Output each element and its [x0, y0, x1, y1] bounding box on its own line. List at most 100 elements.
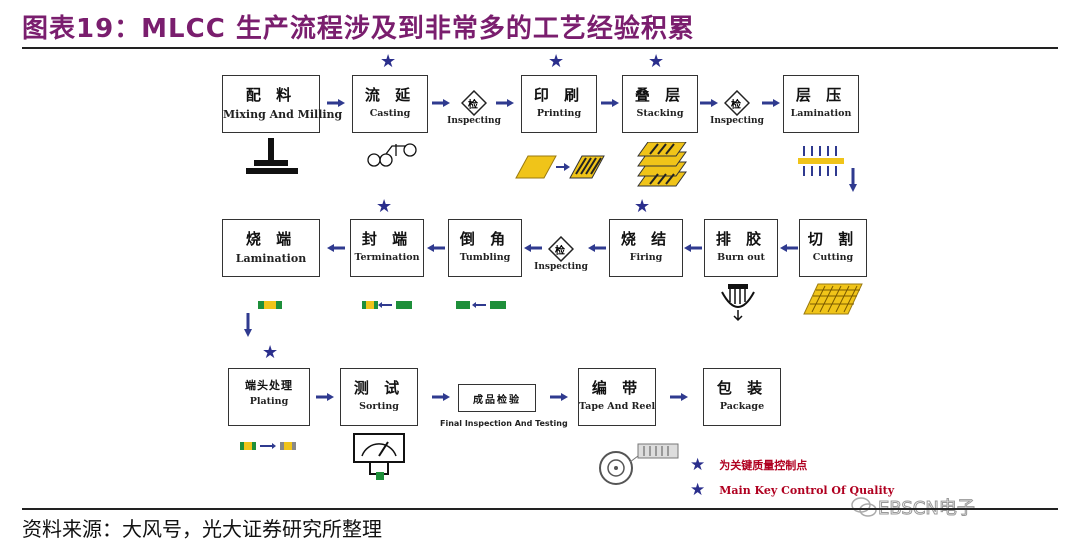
- arrow-right: [550, 393, 568, 401]
- inspection-diamond-icon: [547, 235, 575, 263]
- step-plating: 端头处理 Plating: [228, 368, 310, 426]
- chip-tumbling-icon: [456, 295, 508, 314]
- key-point-star-icon: ★: [634, 196, 651, 217]
- step-label-en: Printing: [536, 108, 582, 119]
- chip-plating-icon: [240, 436, 296, 455]
- arrow-right: [601, 99, 619, 107]
- step-label-zh: 烧 结: [620, 230, 672, 248]
- step-label-zh: 切 割: [807, 230, 859, 248]
- arrow-right: [700, 99, 718, 107]
- arrow-right: [432, 99, 450, 107]
- step-label-zh: 印 刷: [533, 86, 585, 104]
- source-note: 资料来源：大风号，光大证券研究所整理: [22, 517, 382, 541]
- tape-reel-illustration-icon: [594, 442, 684, 490]
- footer-rule: [22, 508, 1058, 510]
- legend-label-zh: 为关键质量控制点: [719, 459, 808, 472]
- step-firing: 烧 结 Firing: [609, 219, 683, 277]
- step-tumbling: 倒 角 Tumbling: [448, 219, 522, 277]
- step-label-en: Tumbling: [459, 252, 511, 263]
- watermark-text: EBSCN电子: [878, 498, 976, 520]
- legend-label-en: Main Key Control Of Quality: [719, 483, 895, 497]
- step-termination: 封 端 Termination: [350, 219, 424, 277]
- legend-key-point: ★ 为关键质量控制点: [690, 455, 807, 475]
- key-point-star-icon: ★: [376, 196, 393, 217]
- inspection-diamond-icon: [723, 89, 751, 117]
- step-label-en: Termination: [354, 252, 420, 263]
- inspection-diamond-icon: [460, 89, 488, 117]
- inspection-symbol: 检: [731, 100, 741, 111]
- arrow-down: [849, 168, 857, 192]
- mixer-illustration-icon: [244, 138, 304, 182]
- step-label-en: Stacking: [636, 108, 684, 119]
- casting-roller-illustration-icon: [364, 140, 424, 180]
- step-label-zh: 包 装: [716, 379, 768, 397]
- key-point-star-icon: ★: [690, 455, 706, 475]
- step-label-en: Burn out: [717, 252, 765, 263]
- step-casting: 流 延 Casting: [352, 75, 428, 133]
- step-label-en: Final Inspection And Testing: [440, 419, 568, 428]
- step-end-firing: 烧 端 Lamination: [222, 219, 320, 277]
- inspection-label: Inspecting: [447, 116, 501, 126]
- chip-end-fired-icon: [258, 295, 282, 314]
- figure-title: 图表19：MLCC 生产流程涉及到非常多的工艺经验积累: [22, 14, 695, 44]
- arrow-right: [496, 99, 514, 107]
- inspection-label: Inspecting: [534, 262, 588, 272]
- key-point-star-icon: ★: [548, 51, 565, 72]
- key-point-star-icon: ★: [648, 51, 665, 72]
- arrow-left: [427, 244, 445, 252]
- arrow-right: [432, 393, 450, 401]
- step-label-en: Casting: [369, 108, 411, 119]
- step-printing: 印 刷 Printing: [521, 75, 597, 133]
- arrow-left: [780, 244, 798, 252]
- inspection-point: 检 Inspecting: [707, 89, 767, 126]
- step-label-zh: 叠 层: [634, 86, 686, 104]
- step-tape-and-reel: 编 带 Tape And Reel: [578, 368, 656, 426]
- step-final-inspection: 成品检验: [458, 384, 536, 412]
- legend-key-point-en: ★ Main Key Control Of Quality: [690, 480, 894, 500]
- step-label-en: Mixing And Milling: [223, 108, 343, 121]
- key-point-star-icon: ★: [262, 342, 279, 363]
- lamination-press-illustration-icon: [798, 144, 844, 182]
- title-rule: [22, 47, 1058, 49]
- inspection-point: 检 Inspecting: [531, 235, 591, 272]
- step-label-zh: 层 压: [795, 86, 847, 104]
- arrow-left: [524, 244, 542, 252]
- step-label-en: Firing: [629, 252, 663, 263]
- arrow-right: [762, 99, 780, 107]
- step-stacking: 叠 层 Stacking: [622, 75, 698, 133]
- key-point-star-icon: ★: [380, 51, 397, 72]
- step-cutting: 切 割 Cutting: [799, 219, 867, 277]
- arrow-right: [316, 393, 334, 401]
- key-point-star-icon: ★: [690, 480, 706, 500]
- test-meter-illustration-icon: [352, 432, 406, 486]
- step-label-zh: 测 试: [353, 379, 405, 397]
- step-label-zh: 流 延: [364, 86, 416, 104]
- step-label-en: Lamination: [790, 108, 852, 119]
- step-label-en: Lamination: [235, 252, 307, 265]
- arrow-left: [327, 244, 345, 252]
- step-label-zh: 封 端: [361, 230, 413, 248]
- arrow-right: [670, 393, 688, 401]
- step-label-zh: 倒 角: [459, 230, 511, 248]
- step-burn-out: 排 胶 Burn out: [704, 219, 778, 277]
- arrow-right: [327, 99, 345, 107]
- burn-out-furnace-icon: [718, 282, 758, 326]
- step-label-en: Plating: [249, 396, 289, 407]
- step-package: 包 装 Package: [703, 368, 781, 426]
- inspection-point: 检 Inspecting: [444, 89, 504, 126]
- step-label-zh: 端头处理: [245, 379, 293, 392]
- step-label-zh: 烧 端: [245, 230, 297, 248]
- step-label-en: Cutting: [812, 252, 854, 263]
- chip-termination-icon: [362, 295, 414, 314]
- inspection-symbol: 检: [555, 246, 565, 257]
- step-mixing: 配 料 Mixing And Milling: [222, 75, 343, 133]
- stacking-layers-illustration-icon: [634, 141, 690, 194]
- arrow-down: [244, 313, 252, 337]
- step-label-en: Sorting: [359, 401, 399, 412]
- step-label-zh: 编 带: [591, 379, 643, 397]
- wechat-watermark-icon: [851, 496, 877, 522]
- step-label-en: Package: [719, 401, 765, 412]
- step-sorting: 测 试 Sorting: [340, 368, 418, 426]
- step-label-zh: 排 胶: [715, 230, 767, 248]
- inspection-symbol: 检: [468, 100, 478, 111]
